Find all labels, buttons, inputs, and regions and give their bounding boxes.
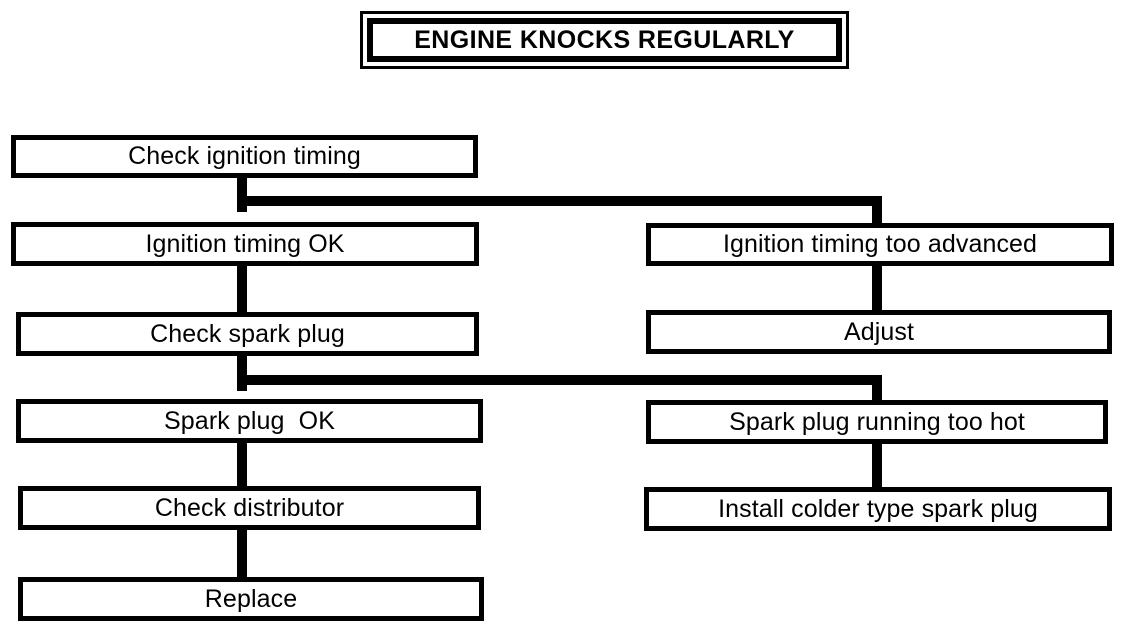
connector-branch-2-horizontal [237,375,882,385]
connector-check-distributor-to-replace [237,529,247,579]
connector-check-ignition-to-branch-1 [237,176,247,212]
node-spark-plug-running-too-hot[interactable]: Spark plug running too hot [646,400,1108,444]
connector-ignition-ok-to-check-spark-plug [237,264,247,313]
connector-check-spark-plug-to-branch-2 [237,355,247,391]
node-label: Check ignition timing [128,142,361,170]
node-replace[interactable]: Replace [18,577,484,621]
node-install-colder-type-spark-plug[interactable]: Install colder type spark plug [644,487,1112,531]
node-label: Ignition timing too advanced [722,230,1038,258]
node-spark-plug-ok[interactable]: Spark plug OK [16,399,483,443]
connector-too-hot-to-install-colder [872,443,882,488]
node-label: Spark plug running too hot [729,407,1025,436]
connector-branch-2-right-drop [872,375,882,404]
node-label: Spark plug OK [164,406,335,435]
diagram-title-text: ENGINE KNOCKS REGULARLY [414,25,795,54]
connector-branch-1-horizontal [237,196,882,206]
node-adjust[interactable]: Adjust [646,310,1112,354]
node-label: Ignition timing OK [145,229,345,258]
node-ignition-timing-too-advanced[interactable]: Ignition timing too advanced [646,223,1114,266]
diagram-title-banner: ENGINE KNOCKS REGULARLY [360,11,849,69]
node-check-distributor[interactable]: Check distributor [18,486,481,530]
node-label: Check spark plug [150,319,345,348]
connector-branch-1-right-drop [872,196,882,226]
connector-advanced-to-adjust [872,265,882,311]
node-ignition-timing-ok[interactable]: Ignition timing OK [11,222,479,266]
node-check-ignition-timing[interactable]: Check ignition timing [11,135,478,178]
node-label: Install colder type spark plug [718,494,1038,523]
node-label: Check distributor [154,493,345,522]
connector-spark-plug-ok-to-check-distributor [237,441,247,489]
node-label: Adjust [843,317,915,346]
node-label: Replace [204,584,298,613]
diagram-title-inner-frame: ENGINE KNOCKS REGULARLY [367,18,842,62]
node-check-spark-plug[interactable]: Check spark plug [16,312,479,356]
